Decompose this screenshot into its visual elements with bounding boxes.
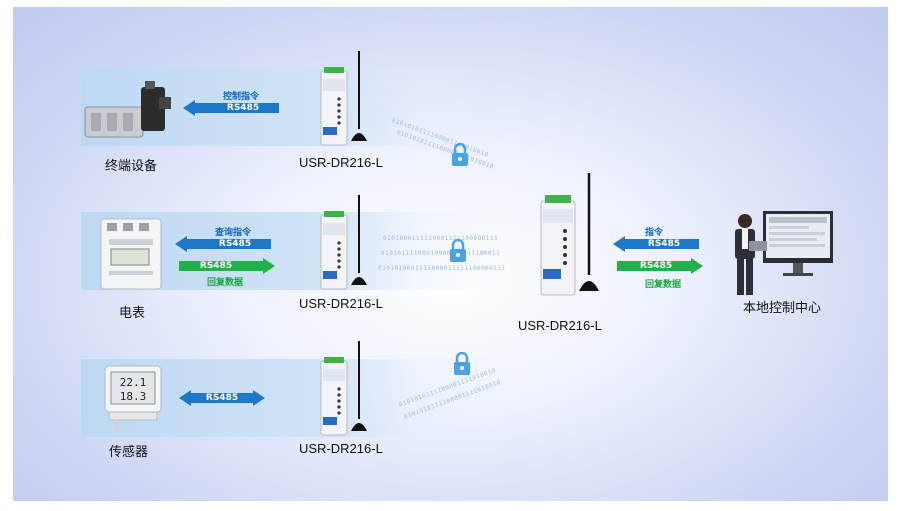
binary-stream-mid-3: 0101010001111000011111100000111	[378, 265, 506, 272]
arrow-text-rs485: RS485	[205, 393, 239, 403]
binary-stream-mid-2: 01010111100010000101111100011	[381, 250, 501, 257]
arrow-text-rs485: RS485	[199, 261, 233, 271]
sensor-label: 传感器	[109, 445, 149, 460]
arrow-label-reply: 回复数据	[206, 278, 243, 288]
arrow-label-control: 控制指令	[222, 92, 259, 102]
arrow-text-rs485: RS485	[226, 103, 260, 113]
diagram-canvas: 0101010111100001111010010 01010101111000…	[13, 7, 888, 501]
arrow-label-reply: 回复数据	[644, 280, 681, 290]
lock-icon	[452, 143, 468, 166]
lock-icon	[450, 239, 466, 262]
arrow-left-blue	[175, 236, 271, 252]
arrow-right-green	[617, 258, 703, 274]
control-center-label: 本地控制中心	[743, 301, 822, 316]
svg-text:22.1: 22.1	[120, 376, 147, 389]
solenoid-valve-icon	[84, 81, 171, 138]
arrow-text-rs485: RS485	[218, 239, 252, 249]
lock-icon	[454, 352, 470, 375]
energy-meter-icon	[100, 218, 162, 290]
module-label: USR-DR216-L	[518, 318, 602, 333]
arrow-text-rs485: RS485	[639, 261, 673, 271]
arrow-label-command: 指令	[644, 228, 663, 238]
svg-text:18.3: 18.3	[120, 390, 147, 403]
binary-stream-mid-1: 0101000111110001111100000111	[383, 235, 499, 242]
module-label: USR-DR216-L	[299, 296, 383, 311]
router-module-icon	[320, 51, 367, 146]
arrow-right-green	[179, 258, 275, 274]
operator-computer-icon	[735, 211, 833, 295]
router-module-icon	[320, 195, 367, 290]
router-module-icon	[320, 341, 367, 436]
terminal-device-label: 终端设备	[105, 159, 158, 174]
router-module-icon	[540, 173, 599, 296]
meter-label: 电表	[119, 306, 146, 321]
arrow-left-blue	[183, 100, 279, 116]
temperature-sensor-icon: 22.1 18.3	[104, 365, 162, 432]
module-label: USR-DR216-L	[299, 155, 383, 170]
arrow-text-rs485: RS485	[647, 239, 681, 249]
arrow-double-blue	[179, 390, 265, 406]
arrow-left-blue	[613, 236, 699, 252]
arrow-label-query: 查询指令	[214, 228, 251, 238]
module-label: USR-DR216-L	[299, 441, 383, 456]
